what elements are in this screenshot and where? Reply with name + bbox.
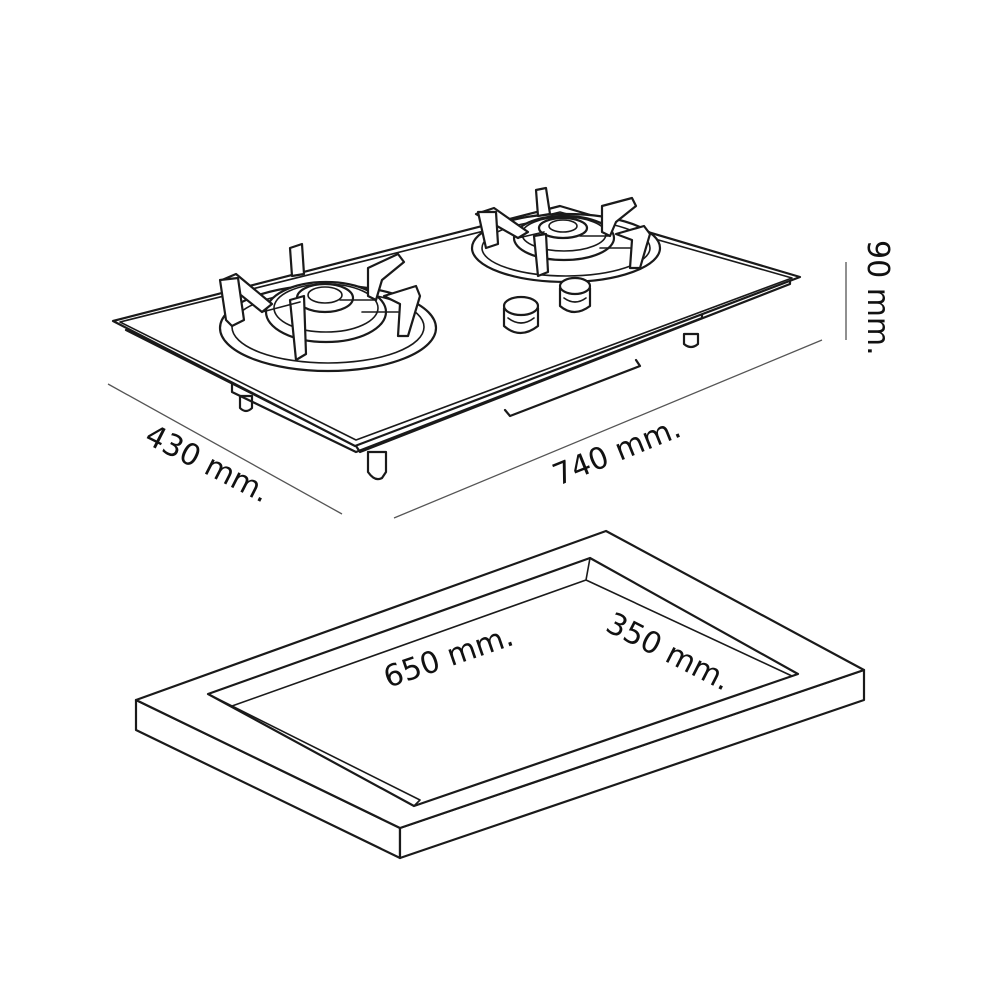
- left-burner: [218, 242, 438, 373]
- gas-hob: [111, 186, 802, 481]
- width-dimension-line: [393, 339, 823, 519]
- right-burner: [470, 186, 662, 284]
- cutout-opening: [206, 556, 800, 808]
- hob-glass-edge: [119, 211, 793, 441]
- hob-height-label: 90 mm.: [860, 240, 895, 356]
- hob-front-leg: [366, 450, 388, 481]
- knob-right: [558, 276, 592, 314]
- hob-depth-label: 430 mm.: [139, 418, 275, 510]
- hob-tray-front: [503, 358, 642, 418]
- control-knobs: [502, 276, 592, 335]
- depth-dimension-line: [107, 383, 343, 515]
- hob-dimension-lines: [107, 262, 847, 519]
- hob-width-label: 740 mm.: [548, 410, 686, 493]
- cutout-inner-wall: [207, 557, 793, 807]
- knob-left: [502, 295, 540, 335]
- countertop-cutout: [134, 529, 866, 860]
